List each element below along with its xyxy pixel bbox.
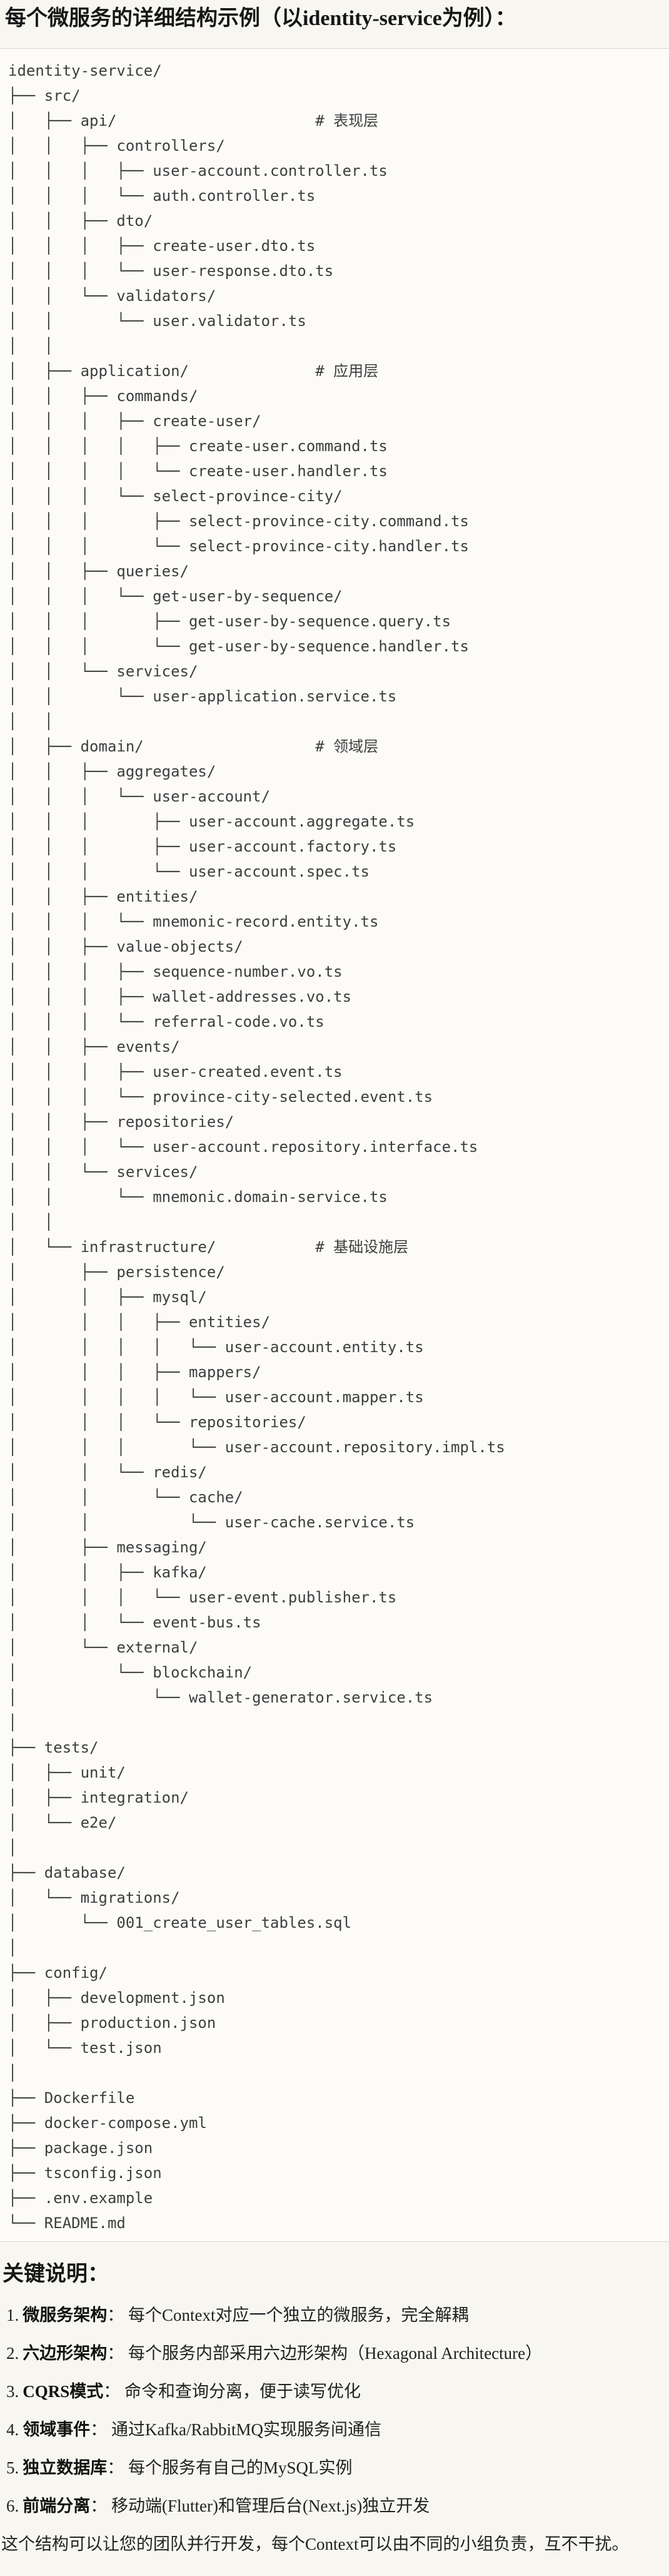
- note-separator: ：: [107, 2344, 128, 2363]
- note-number: 5.: [6, 2458, 19, 2477]
- note-item-database: 5.独立数据库： 每个服务有自己的MySQL实例: [6, 2457, 669, 2478]
- note-separator: ：: [107, 2458, 128, 2477]
- note-label: CQRS模式: [23, 2382, 104, 2401]
- note-number: 6.: [6, 2497, 19, 2515]
- note-label: 微服务架构: [23, 2306, 108, 2324]
- notes-list: 1.微服务架构： 每个Context对应一个独立的微服务，完全解耦 2.六边形架…: [0, 2304, 669, 2517]
- note-label: 领域事件: [23, 2420, 91, 2439]
- note-text: 通过Kafka/RabbitMQ实现服务间通信: [111, 2420, 381, 2439]
- note-text: 每个服务有自己的MySQL实例: [128, 2458, 353, 2477]
- note-separator: ：: [90, 2420, 111, 2439]
- note-number: 3.: [6, 2382, 19, 2401]
- note-item-hexagonal: 2.六边形架构： 每个服务内部采用六边形架构（Hexagonal Archite…: [6, 2343, 669, 2364]
- note-text: 命令和查询分离，便于读写优化: [124, 2382, 361, 2401]
- notes-heading: 关键说明：: [3, 2263, 109, 2286]
- note-item-microservice: 1.微服务架构： 每个Context对应一个独立的微服务，完全解耦: [6, 2304, 669, 2326]
- note-item-frontend: 6.前端分离： 移动端(Flutter)和管理后台(Next.js)独立开发: [6, 2495, 669, 2517]
- note-text: 每个服务内部采用六边形架构（Hexagonal Architecture）: [128, 2344, 543, 2363]
- note-text: 每个Context对应一个独立的微服务，完全解耦: [128, 2306, 469, 2324]
- note-text: 移动端(Flutter)和管理后台(Next.js)独立开发: [111, 2497, 430, 2515]
- page-title: 每个微服务的详细结构示例（以identity-service为例）：: [5, 7, 516, 30]
- code-block: identity-service/ ├── src/ │ ├── api/ # …: [0, 48, 669, 2242]
- note-item-cqrs: 3.CQRS模式： 命令和查询分离，便于读写优化: [6, 2381, 669, 2402]
- note-separator: ：: [90, 2497, 111, 2515]
- note-number: 1.: [6, 2306, 19, 2324]
- note-label: 六边形架构: [23, 2344, 108, 2363]
- note-item-domain-events: 4.领域事件： 通过Kafka/RabbitMQ实现服务间通信: [6, 2419, 669, 2440]
- note-label: 前端分离: [23, 2497, 91, 2515]
- note-number: 4.: [6, 2420, 19, 2439]
- directory-tree: identity-service/ ├── src/ │ ├── api/ # …: [8, 62, 505, 2232]
- note-number: 2.: [6, 2344, 19, 2363]
- note-separator: ：: [107, 2306, 128, 2324]
- note-label: 独立数据库: [23, 2458, 108, 2477]
- closing-paragraph: 这个结构可以让您的团队并行开发，每个Context可以由不同的小组负责，互不干扰…: [1, 2535, 629, 2553]
- note-separator: ：: [103, 2382, 125, 2401]
